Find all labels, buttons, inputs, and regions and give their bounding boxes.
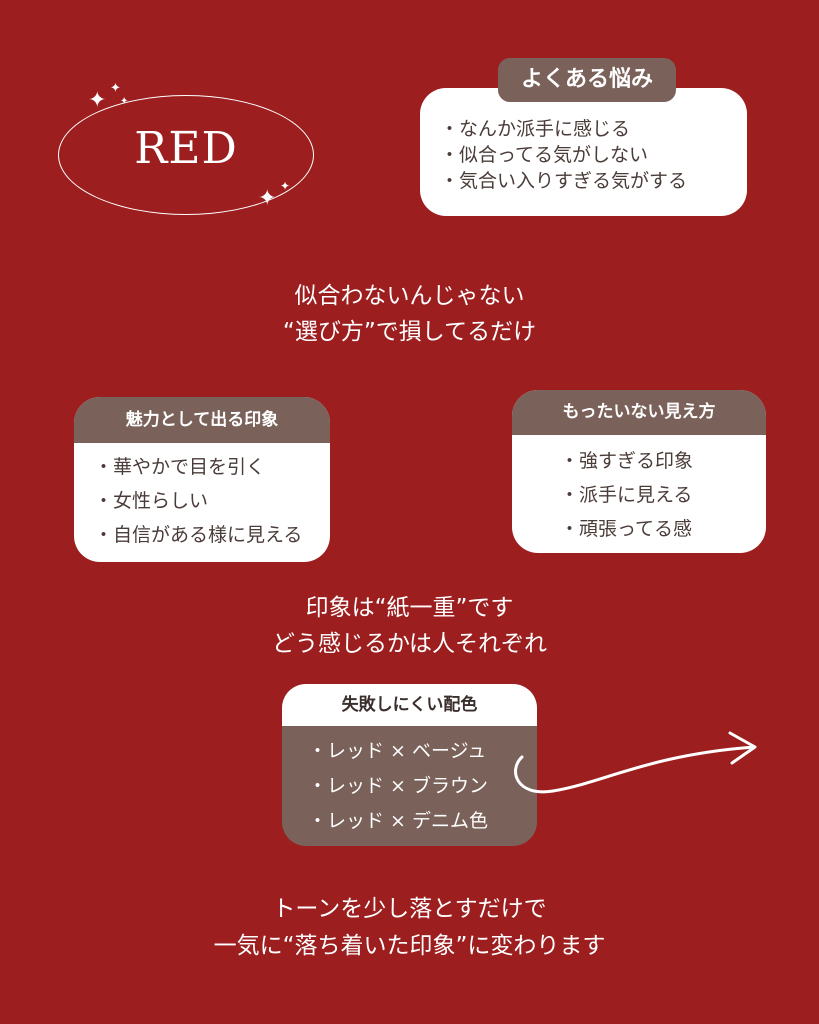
sparkle-icon: ✦ bbox=[110, 81, 121, 96]
list-item: ・頑張ってる感 bbox=[560, 518, 693, 540]
combos-list: ・レッド × ベージュ ・レッド × ブラウン ・レッド × デニム色 bbox=[308, 734, 488, 839]
charm-card: 魅力として出る印象 ・華やかで目を引く ・女性らしい ・自信がある様に見える bbox=[74, 397, 330, 562]
arrow-icon bbox=[514, 731, 757, 794]
list-item: ・華やかで目を引く bbox=[94, 456, 266, 478]
worries-card: ・なんか派手に感じる ・似合ってる気がしない ・気合い入りすぎる気がする bbox=[420, 88, 747, 216]
list-item: ・自信がある様に見える bbox=[94, 524, 303, 546]
message-1-line-2: “選び方”で損してるだけ bbox=[282, 319, 537, 345]
list-item: ・派手に見える bbox=[560, 484, 693, 506]
waste-card: もったいない見え方 ・強すぎる印象 ・派手に見える ・頑張ってる感 bbox=[512, 390, 766, 553]
combos-card: 失敗しにくい配色 ・レッド × ベージュ ・レッド × ブラウン ・レッド × … bbox=[282, 684, 537, 846]
list-item: ・女性らしい bbox=[94, 490, 209, 512]
list-item: ・レッド × デニム色 bbox=[308, 810, 488, 832]
message-3-line-1: トーンを少し落とすだけで bbox=[272, 896, 547, 922]
sparkle-icon: ✦ bbox=[88, 88, 107, 113]
list-item: ・レッド × ブラウン bbox=[308, 775, 488, 797]
list-item: ・気合い入りすぎる気がする bbox=[440, 170, 688, 192]
message-2-line-2: どう感じるかは人それぞれ bbox=[271, 631, 548, 657]
message-2-line-1: 印象は“紙一重”です bbox=[305, 595, 514, 621]
combos-tag: 失敗しにくい配色 bbox=[282, 684, 537, 726]
worries-tag: よくある悩み bbox=[498, 58, 676, 102]
charm-tag: 魅力として出る印象 bbox=[74, 397, 330, 443]
message-1-line-1: 似合わないんじゃない bbox=[294, 283, 525, 309]
logo-ellipse bbox=[58, 95, 314, 215]
charm-list: ・華やかで目を引く ・女性らしい ・自信がある様に見える bbox=[94, 451, 302, 551]
logo-title: RED bbox=[134, 123, 238, 174]
sparkle-icon: ✦ bbox=[120, 96, 129, 107]
sparkle-icon: ✦ bbox=[280, 179, 291, 193]
list-item: ・似合ってる気がしない bbox=[440, 144, 649, 166]
list-item: ・レッド × ベージュ bbox=[308, 740, 487, 762]
waste-tag: もったいない見え方 bbox=[512, 390, 766, 435]
list-item: ・なんか派手に感じる bbox=[440, 118, 631, 140]
worries-list: ・なんか派手に感じる ・似合ってる気がしない ・気合い入りすぎる気がする bbox=[440, 113, 687, 197]
waste-list: ・強すぎる印象 ・派手に見える ・頑張ってる感 bbox=[560, 445, 693, 545]
message-3-line-2: 一気に“落ち着いた印象”に変わります bbox=[213, 933, 606, 959]
list-item: ・強すぎる印象 bbox=[560, 450, 694, 472]
sparkle-icon: ✦ bbox=[258, 186, 277, 211]
